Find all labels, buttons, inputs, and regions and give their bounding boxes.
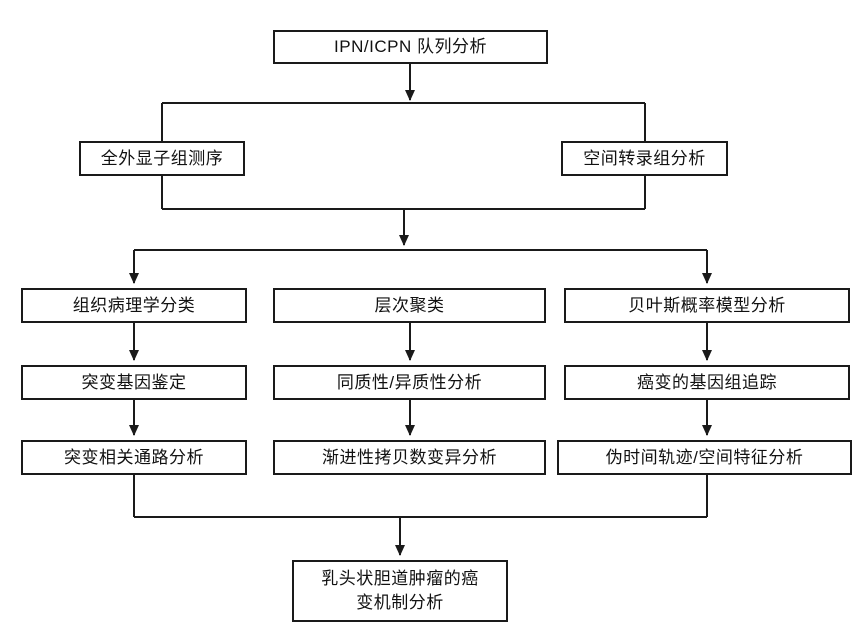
- node-homogeneity-heterogeneity-analysis: 同质性/异质性分析: [273, 365, 546, 400]
- node-carcinogenesis-genome-tracking: 癌变的基因组追踪: [564, 365, 850, 400]
- node-pseudotime-spatial-feature-analysis: 伪时间轨迹/空间特征分析: [557, 440, 852, 475]
- node-bayesian-probability-model-analysis: 贝叶斯概率模型分析: [564, 288, 850, 323]
- node-whole-exome-sequencing: 全外显子组测序: [79, 141, 245, 176]
- node-cohort-analysis: IPN/ICPN 队列分析: [273, 30, 548, 64]
- node-spatial-transcriptomics: 空间转录组分析: [561, 141, 728, 176]
- node-histopathology-classification: 组织病理学分类: [21, 288, 247, 323]
- node-hierarchical-clustering: 层次聚类: [273, 288, 546, 323]
- node-mutant-gene-identification: 突变基因鉴定: [21, 365, 247, 400]
- node-mutation-pathway-analysis: 突变相关通路分析: [21, 440, 247, 475]
- node-progressive-cnv-analysis: 渐进性拷贝数变异分析: [273, 440, 546, 475]
- node-carcinogenesis-mechanism-analysis: 乳头状胆道肿瘤的癌 变机制分析: [292, 560, 508, 622]
